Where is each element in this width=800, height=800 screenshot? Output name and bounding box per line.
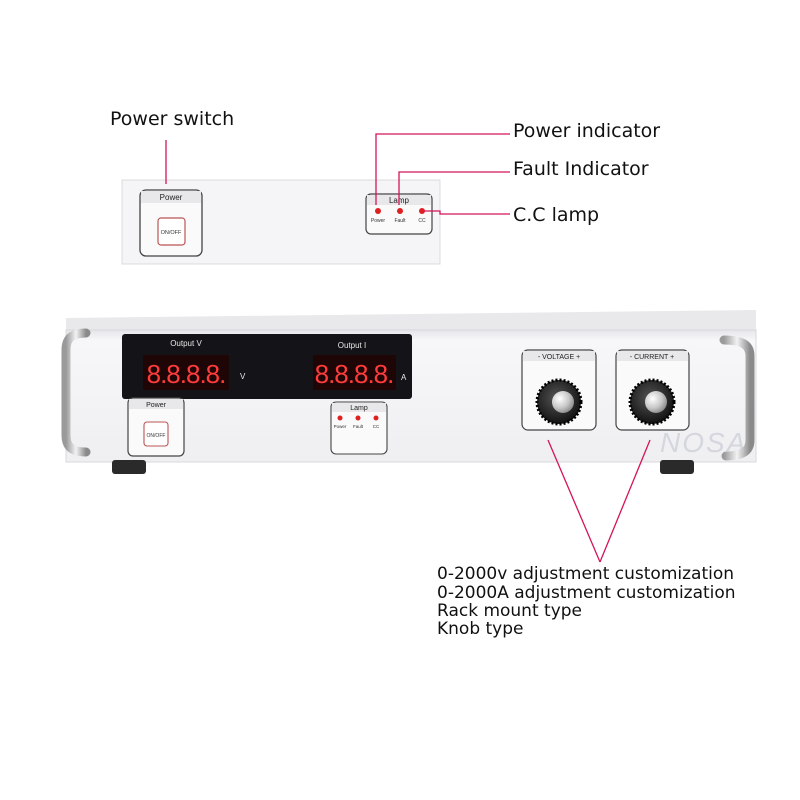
power-box-title: Power [146,402,167,409]
current-knob-label: - CURRENT + [630,354,674,361]
voltage-knob-label: - VOLTAGE + [538,354,580,361]
spec-voltage-range: 0-2000v adjustment customization [437,564,735,584]
onoff-button [143,421,169,447]
spec-current-range: 0-2000A adjustment customization [437,583,736,603]
current-digits: 8.8.8.8. [315,359,394,389]
top-leader-lines [165,133,510,215]
fault-led [355,415,361,421]
detail-onoff-label: ON/OFF [161,230,182,236]
right-handle [719,335,755,461]
power-indicator-callout: Power indicator [513,120,661,142]
cc-lamp-callout: C.C lamp [513,204,600,226]
detail-panel-closeup: Power ON/OFF Lamp Power Fault CC [121,179,441,265]
lamp-box-title: Lamp [350,405,368,412]
onoff-label: ON/OFF [147,433,166,439]
power-led [337,415,343,421]
current-unit: A [401,373,407,382]
output-v-label: Output V [170,339,202,348]
voltage-digits: 8.8.8.8. [147,359,226,389]
foot-left [112,460,146,474]
detail-fault-led [397,208,403,214]
bottom-leader-lines [547,439,651,563]
voltage-unit: V [240,372,246,381]
detail-cc-led [419,208,425,214]
lamp-label-power: Power [334,424,347,429]
detail-lamp-label-fault: Fault [394,218,406,224]
detail-power-led [375,208,381,214]
watermark-text: NOSA [660,427,747,458]
lamp-box [330,401,388,455]
spec-rack-mount: Rack mount type [437,601,583,621]
current-display [313,355,396,390]
cc-led [373,415,379,421]
left-handle [61,328,91,457]
lamp-label-fault: Fault [353,424,364,429]
detail-lamp-label-power: Power [371,218,386,224]
lamp-label-cc: CC [373,424,380,429]
output-i-label: Output I [338,341,366,350]
spec-knob-type: Knob type [437,619,524,639]
detail-onoff-button [157,217,186,246]
detail-power-title: Power [160,193,183,202]
voltage-display [143,355,229,390]
power-switch-callout: Power switch [110,108,235,130]
fault-indicator-callout: Fault Indicator [513,158,649,180]
power-supply-unit: Output V Output I 8.8.8.8. V 8.8.8.8. A … [61,310,757,474]
foot-right [660,460,694,474]
detail-lamp-label-cc: CC [418,218,426,224]
